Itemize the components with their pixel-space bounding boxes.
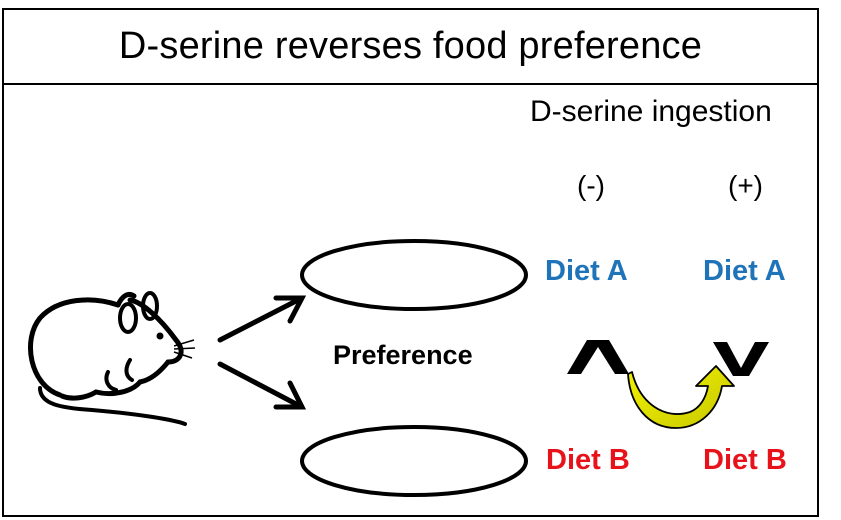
diet-a-label-plus: Diet A	[703, 255, 786, 287]
diagram-title: D-serine reverses food preference	[118, 25, 703, 67]
mouse-eye-icon	[156, 332, 164, 340]
arrow-to-diet-a-icon	[217, 295, 307, 343]
title-bar: D-serine reverses food preference	[4, 10, 817, 85]
diagram-frame: D-serine reverses food preference	[2, 8, 819, 517]
diet-a-food-dish	[300, 239, 528, 311]
ingestion-label: D-serine ingestion	[530, 95, 772, 128]
reversal-arrow-icon	[627, 365, 735, 429]
greater-than-icon	[567, 340, 629, 374]
condition-minus-label: (-)	[577, 170, 605, 201]
condition-plus-label: (+)	[728, 170, 763, 201]
diet-b-food-dish	[300, 425, 528, 497]
arrow-to-diet-b-icon	[217, 361, 307, 410]
mouse-icon	[27, 291, 187, 426]
diet-b-label-plus: Diet B	[703, 444, 787, 476]
diet-b-label-minus: Diet B	[546, 444, 630, 476]
less-than-icon	[713, 342, 769, 376]
preference-label: Preference	[333, 340, 473, 370]
diet-a-label-minus: Diet A	[545, 255, 628, 287]
mouse-whiskers-icon	[173, 339, 196, 359]
